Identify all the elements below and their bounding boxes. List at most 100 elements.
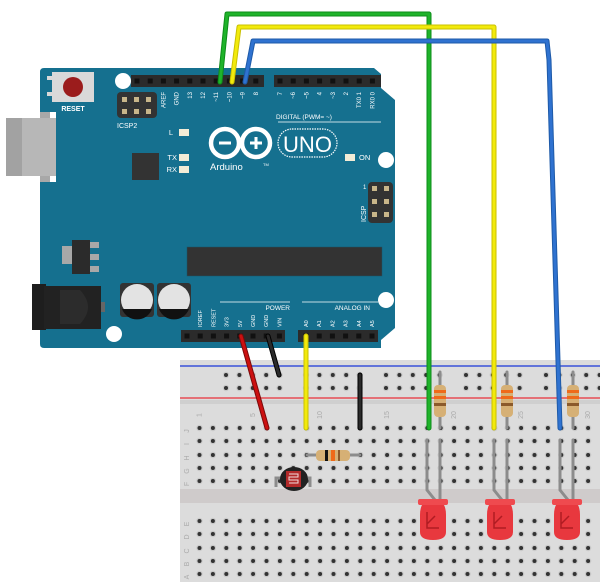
breadboard-hole-center [318, 559, 323, 563]
resistor-band [501, 390, 513, 393]
led-label-l: L [169, 128, 173, 137]
resistor-band [434, 390, 446, 393]
breadboard-hole-center [371, 532, 376, 536]
breadboard-hole-center [545, 466, 550, 470]
digital-pin-label: GND [175, 91, 181, 105]
breadboard-hole-center [358, 572, 363, 576]
digital-pin[interactable] [226, 78, 232, 84]
breadboard-hole-center [492, 546, 497, 550]
digital-pin[interactable] [200, 78, 206, 84]
breadboard-hole-center [318, 572, 323, 576]
digital-pin[interactable] [147, 78, 153, 84]
breadboard-hole-center [584, 386, 589, 390]
breadboard-hole-center [210, 466, 215, 470]
digital-pin-label: ~5 [304, 91, 310, 99]
breadboard-hole-center [291, 519, 296, 523]
digital-pin[interactable] [240, 78, 246, 84]
icsp-pin [384, 186, 389, 191]
breadboard-hole-center [586, 546, 591, 550]
icsp2-pin [122, 109, 127, 114]
breadboard-hole-center [304, 559, 309, 563]
breadboard-hole-center [251, 466, 256, 470]
wire-yellow[interactable] [230, 25, 496, 430]
breadboard-hole-center [452, 453, 457, 457]
icsp2-pin [122, 97, 127, 102]
wire-black[interactable] [266, 334, 281, 377]
header-pin[interactable] [197, 333, 203, 339]
breadboard-hole-center [291, 426, 296, 430]
breadboard-hole-center [452, 546, 457, 550]
header-pin[interactable] [184, 333, 190, 339]
ldr-face [286, 471, 301, 487]
led-rim [418, 499, 448, 505]
breadboard-hole-center [477, 386, 482, 390]
header-pin[interactable] [329, 333, 335, 339]
breadboard-hole-center [277, 426, 282, 430]
breadboard-hole-center [597, 386, 600, 390]
breadboard-hole-center [478, 439, 483, 443]
icsp-pin [372, 199, 377, 204]
center-channel [180, 489, 600, 503]
header-pin[interactable] [316, 333, 322, 339]
digital-pin[interactable] [290, 78, 296, 84]
digital-pin[interactable] [277, 78, 283, 84]
breadboard-hole-center [519, 479, 524, 483]
digital-pin[interactable] [369, 78, 375, 84]
breadboard-hole-center [586, 479, 591, 483]
ldr-lead [308, 476, 312, 487]
digital-pin[interactable] [160, 78, 166, 84]
digital-pin[interactable] [356, 78, 362, 84]
reset-button[interactable] [47, 72, 94, 102]
breadboard-hole-center [237, 559, 242, 563]
column-number: 15 [384, 411, 391, 419]
digital-pin[interactable] [343, 78, 349, 84]
header-pin[interactable] [356, 333, 362, 339]
breadboard-hole-center [586, 453, 591, 457]
wire-green[interactable] [218, 12, 431, 430]
digital-pin[interactable] [303, 78, 309, 84]
breadboard-hole-center [318, 479, 323, 483]
breadboard-hole-center [344, 559, 349, 563]
resistor-band [338, 450, 340, 461]
digital-pin[interactable] [174, 78, 180, 84]
breadboard-hole-center [318, 439, 323, 443]
breadboard-hole-center [452, 519, 457, 523]
breadboard-hole-center [385, 479, 390, 483]
breadboard-hole-center [237, 426, 242, 430]
breadboard-hole-center [438, 572, 443, 576]
header-pin[interactable] [276, 333, 282, 339]
breadboard-hole-center [264, 532, 269, 536]
breadboard-hole-center [398, 466, 403, 470]
breadboard-hole-center [371, 453, 376, 457]
digital-pin[interactable] [134, 78, 140, 84]
column-number: 25 [518, 411, 525, 419]
breadboard-hole-center [264, 546, 269, 550]
breadboard-hole-center [304, 572, 309, 576]
breadboard-hole-center [237, 546, 242, 550]
digital-pin[interactable] [253, 78, 259, 84]
wire-red[interactable] [239, 334, 269, 430]
breadboard-hole-center [545, 559, 550, 563]
wire-blue[interactable] [243, 39, 562, 430]
digital-pin[interactable] [213, 78, 219, 84]
led-label-rx: RX [167, 165, 177, 174]
led-body [420, 499, 446, 540]
breadboard-hole-center [304, 519, 309, 523]
header-pin[interactable] [250, 333, 256, 339]
header-pin[interactable] [224, 333, 230, 339]
digital-pin[interactable] [330, 78, 336, 84]
breadboard-hole-center [197, 519, 202, 523]
digital-pin[interactable] [317, 78, 323, 84]
analog-pin-label: A2 [330, 320, 336, 327]
header-pin[interactable] [369, 333, 375, 339]
breadboard-hole-center [532, 479, 537, 483]
breadboard-hole-center [318, 519, 323, 523]
regulator-body [72, 240, 90, 274]
breadboard-hole-center [411, 559, 416, 563]
digital-pin[interactable] [187, 78, 193, 84]
header-pin[interactable] [343, 333, 349, 339]
breadboard-hole-center [224, 466, 229, 470]
header-pin[interactable] [210, 333, 216, 339]
